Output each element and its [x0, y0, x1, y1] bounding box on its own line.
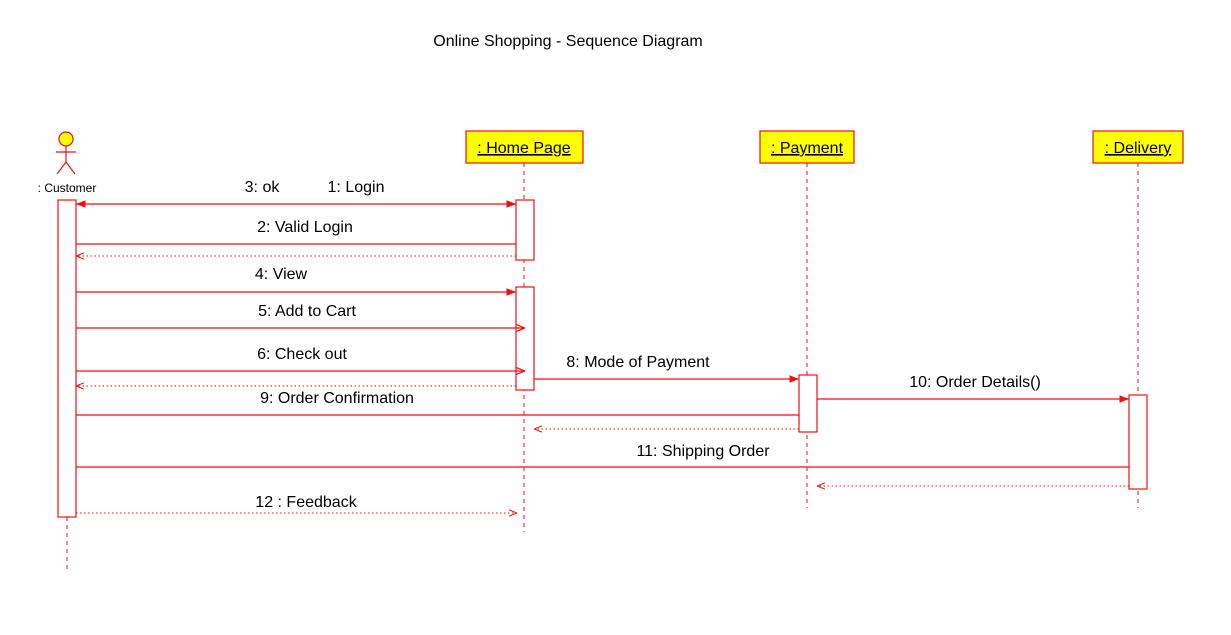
message-order-details-label: 10: Order Details()	[909, 374, 1041, 391]
object-payment-label: : Payment	[771, 140, 844, 157]
home-page-activation-2	[515, 286, 535, 391]
object-payment: : Payment	[759, 130, 855, 164]
payment-activation-bar	[798, 374, 818, 433]
customer-actor-label: : Customer	[38, 181, 97, 195]
object-delivery: : Delivery	[1092, 130, 1184, 164]
message-mode-of-payment-label: 8: Mode of Payment	[566, 354, 710, 371]
message-shipping-order-label: 11: Shipping Order	[636, 443, 770, 460]
message-add-to-cart-label: 5: Add to Cart	[258, 303, 356, 320]
message-feedback-label: 12 : Feedback	[255, 494, 357, 511]
message-valid-login-label: 2: Valid Login	[257, 219, 353, 236]
object-home-page-label: : Home Page	[477, 140, 570, 157]
object-delivery-label: : Delivery	[1105, 140, 1172, 157]
message-check-out-label: 6: Check out	[257, 346, 347, 363]
message-order-confirmation-label: 9: Order Confirmation	[260, 390, 414, 407]
customer-activation-bar	[57, 199, 77, 518]
message-login-label: 1: Login	[328, 179, 385, 196]
home-page-activation-1	[515, 199, 535, 261]
customer-actor-icon	[56, 131, 76, 175]
message-ok-label: 3: ok	[245, 179, 281, 196]
message-view-label: 4: View	[255, 266, 308, 283]
object-home-page: : Home Page	[465, 130, 584, 164]
delivery-activation-bar	[1128, 394, 1148, 490]
diagram-title: Online Shopping - Sequence Diagram	[433, 33, 703, 50]
